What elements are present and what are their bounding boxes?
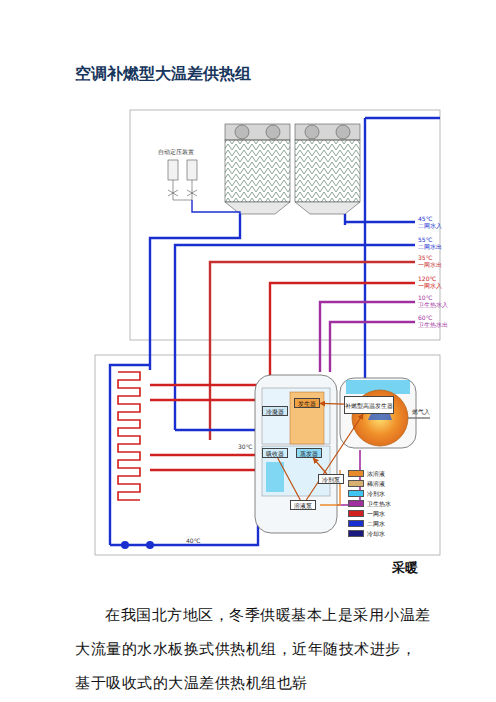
legend-text: 一网水 (367, 510, 385, 517)
component-box: 补燃型高温发生器 (344, 396, 394, 414)
radiator-coil (118, 372, 140, 500)
page-title: 空调补燃型大温差供热组 (75, 64, 251, 85)
temperature-label: 35℃ (418, 254, 458, 261)
component-box: 冷剂泵 (318, 474, 344, 484)
component-box: 溶液泵 (290, 500, 316, 510)
port-label: 卫生热水入 (418, 301, 458, 308)
port-label: 卫生热水出 (418, 321, 458, 328)
temperature-label: 60℃ (418, 314, 458, 321)
legend-row: 卫生热水 (348, 500, 391, 507)
generator-zone (290, 392, 324, 444)
legend-swatch (348, 510, 364, 517)
legend-text: 二网水 (367, 520, 385, 527)
upper-shell (262, 388, 330, 444)
temperature-label: 45℃ (418, 215, 458, 222)
legend-swatch (348, 530, 364, 537)
hp-generator-drum (340, 378, 416, 448)
cooling-tower (225, 124, 290, 214)
component-label: 发生器 (298, 400, 316, 407)
legend-text: 稀溶液 (367, 480, 385, 487)
legend-swatch (348, 490, 364, 497)
flow-connector (313, 458, 327, 474)
port-label: 燃气入 (412, 408, 438, 415)
temperature-label: 40℃ (186, 537, 206, 544)
upper-frame (130, 110, 440, 340)
legend-row: 稀溶液 (348, 480, 385, 487)
cooling-tower (295, 124, 360, 214)
pipes (110, 365, 365, 545)
temperature-label: 10℃ (418, 294, 458, 301)
component-label: 冷剂泵 (322, 476, 340, 483)
component-label: 补燃型高温发生器 (345, 402, 393, 409)
component-label: 冷凝器 (266, 408, 284, 415)
legend-row: 冷却水 (348, 530, 385, 537)
legend-swatch (348, 520, 364, 527)
legend-text: 冷却水 (367, 530, 385, 537)
component-label: 蒸发器 (300, 450, 318, 457)
legend-swatch (348, 500, 364, 507)
component-box: 蒸发器 (296, 448, 322, 458)
legend-swatch (348, 480, 364, 487)
legend-row: 浓溶液 (348, 470, 385, 477)
temperature-label: 30℃ (238, 443, 258, 450)
component-box: 吸收器 (262, 448, 288, 458)
component-box: 冷凝器 (262, 406, 288, 416)
component-box: 发生器 (294, 398, 320, 408)
pump-symbol (121, 541, 154, 549)
temperature-label: 120℃ (418, 275, 458, 282)
lower-frame (95, 355, 440, 555)
legend-row: 二网水 (348, 520, 385, 527)
legend-swatch (348, 470, 364, 477)
port-label: 一网水出 (418, 261, 458, 268)
flow-connector (320, 403, 344, 405)
absorber-drum (255, 375, 337, 533)
legend-row: 冷剂水 (348, 490, 385, 497)
legend-text: 冷剂水 (367, 490, 385, 497)
component-label: 吸收器 (266, 450, 284, 457)
temperature-label: 55℃ (418, 236, 458, 243)
body-paragraph: 在我国北方地区，冬季供暖基本上是采用小温差大流量的水水板换式供热机组，近年随技术… (75, 598, 431, 700)
port-label: 二网水出 (418, 243, 458, 250)
evaporator-coil (266, 462, 284, 492)
component-label: 溶液泵 (294, 502, 312, 509)
legend-row: 一网水 (348, 510, 385, 517)
device-label: 自动定压装置 (158, 148, 208, 155)
lower-shell (262, 446, 330, 496)
port-label: 一网水入 (418, 282, 458, 289)
legend-text: 浓溶液 (367, 470, 385, 477)
figure-caption: 采暖 (392, 559, 418, 577)
flow-connector (278, 458, 301, 500)
legend-text: 卫生热水 (367, 500, 391, 507)
gas-pipe (408, 417, 430, 418)
pressure-device (168, 160, 197, 200)
port-label: 二网水入 (418, 222, 458, 229)
